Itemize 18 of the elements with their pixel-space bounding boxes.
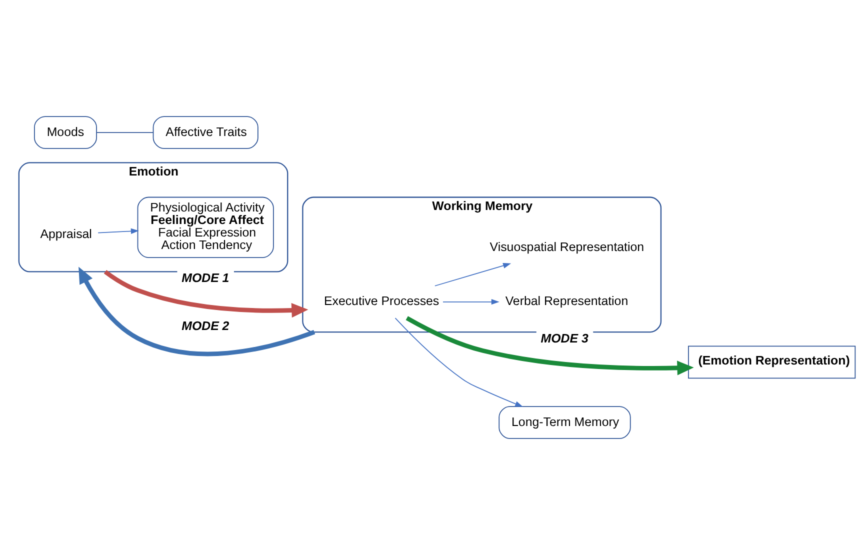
node-box: Long-Term Memory [498, 406, 631, 438]
edge-label: MODE 3 [540, 330, 588, 345]
node-box: Moods [34, 116, 97, 148]
node-box: Physiological Activity Feeling/Core Affect Facial Expression Action Tendency [137, 196, 274, 258]
node-text: Executive Processes [324, 294, 440, 308]
arrow [394, 317, 524, 406]
node-box: (Emotion Representation) [688, 345, 856, 378]
node-text: Appraisal [40, 226, 92, 240]
arrow [442, 298, 500, 304]
edge-label: MODE 1 [182, 270, 230, 285]
node-text: Visuospatial Representation [490, 240, 644, 254]
node-box: Affective Traits [152, 116, 258, 148]
arrow [104, 269, 308, 318]
node-text: Verbal Representation [505, 294, 628, 308]
arrow [406, 316, 694, 375]
edge-label: MODE 2 [182, 318, 230, 332]
arrow [98, 228, 139, 234]
arrow [434, 262, 512, 286]
